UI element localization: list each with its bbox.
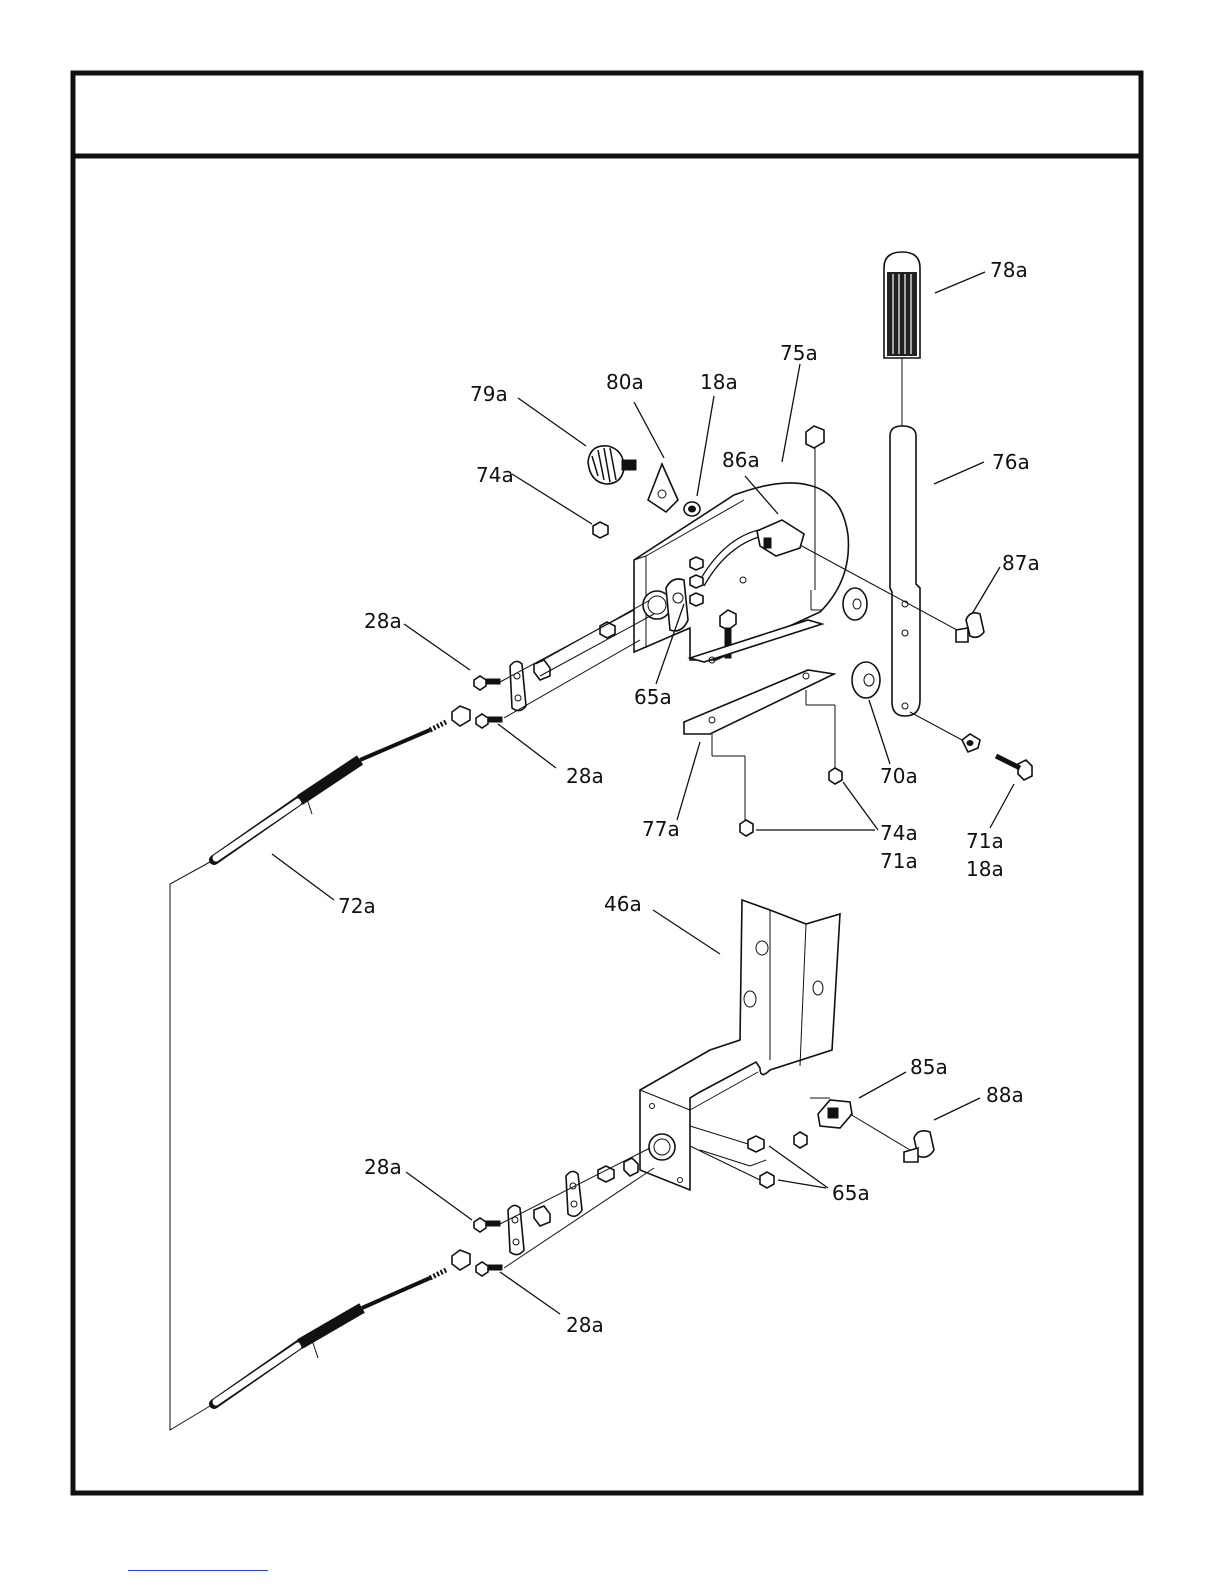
lower-nut-icon: [690, 1126, 807, 1188]
callout-78a: 78a: [990, 258, 1028, 282]
callout-71a-right: 71a: [966, 829, 1004, 853]
cable-link-line: [170, 862, 210, 1430]
cam-plate-icon: [648, 464, 678, 512]
clip-pin-icon: [956, 613, 984, 642]
clevis-pin-icon: [904, 1131, 934, 1162]
callout-80a: 80a: [606, 370, 644, 394]
callout-18a-top: 18a: [700, 370, 738, 394]
spacer-icon: [843, 588, 880, 698]
lower-assembly: [170, 862, 934, 1430]
pivot-bolt-washer-icon: [910, 712, 1032, 780]
callout-87a: 87a: [1002, 551, 1040, 575]
callout-28a-3: 28a: [364, 1155, 402, 1179]
callout-86a: 86a: [722, 448, 760, 472]
callout-28a-4: 28a: [566, 1313, 604, 1337]
handle-grip-icon: [884, 252, 920, 428]
cable-mount-upper-icon: [452, 600, 654, 728]
callout-72a: 72a: [338, 894, 376, 918]
footer-link-underline[interactable]: [128, 1570, 268, 1571]
frame-bracket-icon: [640, 900, 840, 1190]
cable-mount-lower-icon: [452, 1148, 654, 1276]
callout-76a: 76a: [992, 450, 1030, 474]
clevis-icon: [810, 1098, 910, 1150]
callout-74a-top: 74a: [476, 463, 514, 487]
washer-icon: [684, 502, 700, 516]
lock-nut-icon: [740, 768, 842, 836]
adjust-knob-icon: [588, 446, 636, 484]
callout-71a-bottom: 71a: [880, 849, 918, 873]
callout-18a-right: 18a: [966, 857, 1004, 881]
callout-65a-bottom: 65a: [832, 1181, 870, 1205]
callout-28a-2: 28a: [566, 764, 604, 788]
callout-77a: 77a: [642, 817, 680, 841]
control-cable-upper-icon: [214, 722, 446, 860]
callout-28a-1: 28a: [364, 609, 402, 633]
callout-46a: 46a: [604, 892, 642, 916]
control-cable-lower-icon: [214, 1270, 446, 1404]
lever-arm-icon: [890, 426, 920, 716]
callout-88a: 88a: [986, 1083, 1024, 1107]
callout-85a: 85a: [910, 1055, 948, 1079]
drawing-frame: [73, 73, 1141, 1493]
callout-75a: 75a: [780, 341, 818, 365]
callout-65a-top: 65a: [634, 685, 672, 709]
callout-74a-bottom: 74a: [880, 821, 918, 845]
callout-70a: 70a: [880, 764, 918, 788]
callout-79a: 79a: [470, 382, 508, 406]
